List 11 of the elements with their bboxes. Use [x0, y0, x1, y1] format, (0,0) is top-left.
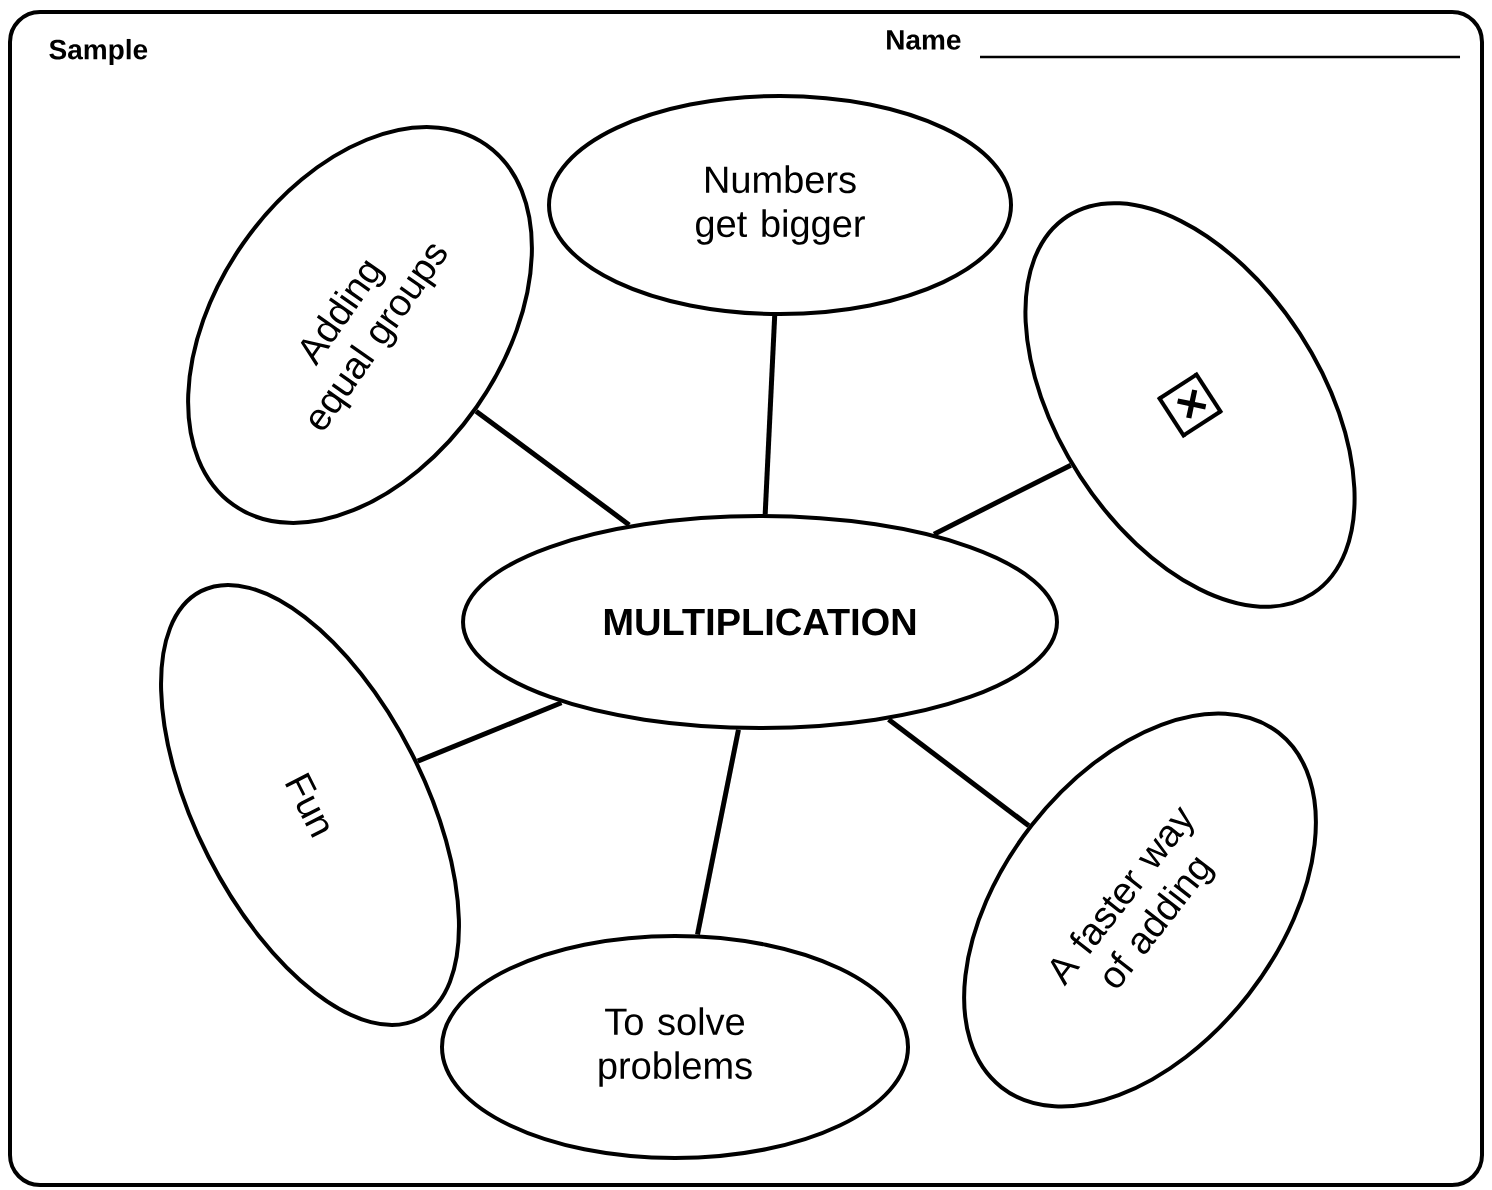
connector-line	[932, 462, 1072, 537]
ellipse-node: To solve problems	[440, 934, 910, 1160]
connector-line	[695, 729, 741, 935]
name-label: Name	[887, 30, 961, 50]
ellipse-node: Numbers get bigger	[547, 94, 1013, 316]
connector-line	[762, 315, 778, 515]
connector-line	[887, 717, 1031, 828]
ellipse-node: MULTIPLICATION	[461, 514, 1059, 730]
connector-line	[474, 409, 631, 527]
connector-line	[416, 700, 563, 764]
sample-label: Sample	[49, 38, 148, 66]
